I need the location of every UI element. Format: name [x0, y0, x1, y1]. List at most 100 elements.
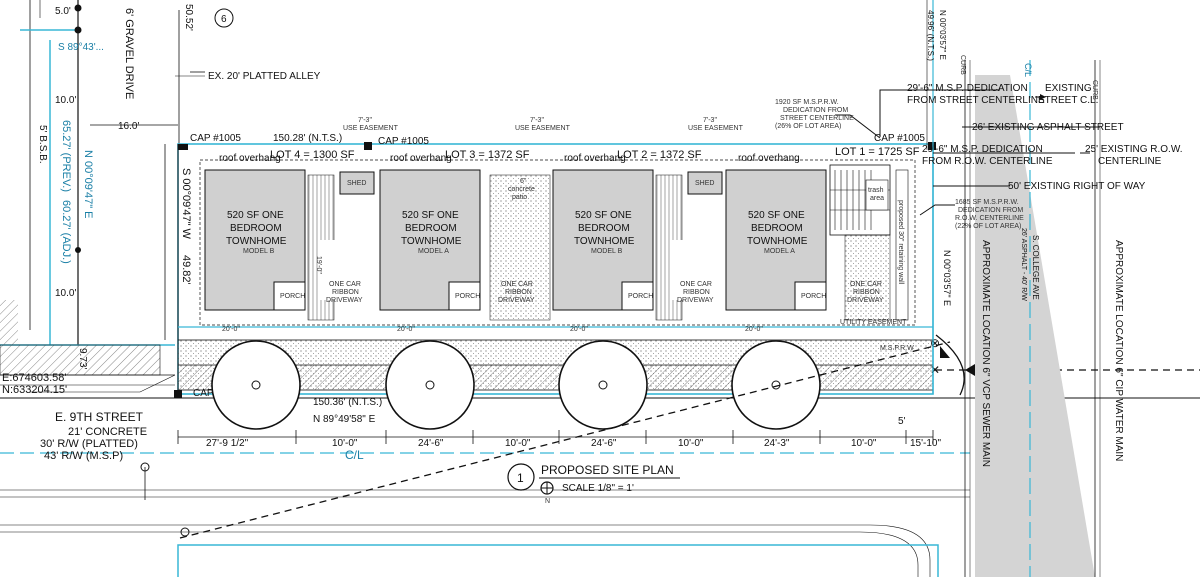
svg-text:R.O.W. CENTERLINE: R.O.W. CENTERLINE	[955, 215, 1024, 222]
west-length: 49.82'	[180, 255, 192, 285]
svg-text:USE EASEMENT: USE EASEMENT	[515, 125, 571, 132]
roof-overhang-label: roof overhang	[219, 153, 281, 164]
svg-text:25' EXISTING R.O.W.: 25' EXISTING R.O.W.	[1085, 144, 1183, 155]
svg-text:29'-6" M.S.P. DEDICATION: 29'-6" M.S.P. DEDICATION	[922, 144, 1043, 155]
lot-label: LOT 4 = 1300 SF	[270, 149, 355, 161]
left-dim-16: 16.0'	[118, 121, 139, 132]
sewer-main-label: APPROXIMATE LOCATION 6" VCP SEWER MAIN	[980, 240, 991, 467]
drawing-scale: SCALE 1/8" = 1'	[562, 483, 634, 494]
bearing-top-length: 49.96' (N.T.S.)	[926, 10, 935, 61]
utility-easement-label: UTILITY EASEMENT	[840, 319, 907, 326]
svg-text:6: 6	[221, 14, 227, 25]
svg-text:10'-0": 10'-0"	[332, 438, 358, 449]
cap-ne: CAP #1005	[874, 133, 925, 144]
svg-text:ONE CAR: ONE CAR	[850, 281, 882, 288]
svg-text:concrete: concrete	[508, 186, 535, 193]
msp-street-note: 29'-6" M.S.P. DEDICATION FROM STREET CEN…	[907, 83, 1045, 106]
roof-overhang-label: roof overhang	[390, 153, 452, 164]
lot-label: LOT 2 = 1372 SF	[617, 149, 702, 161]
svg-text:MODEL B: MODEL B	[243, 248, 275, 255]
svg-text:20'-0": 20'-0"	[222, 326, 240, 333]
svg-text:1920 SF M.S.P.R.W.: 1920 SF M.S.P.R.W.	[775, 99, 839, 106]
coord-east: E:674603.58'	[2, 372, 67, 384]
svg-text:TOWNHOME: TOWNHOME	[226, 236, 287, 247]
svg-text:PORCH: PORCH	[455, 293, 480, 300]
lot-2: LOT 2 = 1372 SF roof overhang 520 SF ONE…	[552, 149, 723, 333]
svg-text:DEDICATION FROM: DEDICATION FROM	[958, 207, 1023, 214]
svg-text:(22% OF LOT AREA): (22% OF LOT AREA)	[955, 223, 1021, 230]
svg-text:area: area	[870, 195, 884, 202]
svg-text:FROM STREET CENTERLINE: FROM STREET CENTERLINE	[907, 95, 1045, 106]
svg-text:21' CONCRETE: 21' CONCRETE	[68, 426, 147, 438]
svg-text:7'-3": 7'-3"	[703, 117, 717, 124]
left-dim-10b: 10.0'	[55, 288, 76, 299]
svg-text:N: N	[545, 498, 550, 505]
existing-street-cl-note: EXISTING STREET C.L.	[1038, 83, 1098, 106]
bearing-top: N 00°03'57" E	[938, 10, 947, 60]
cap-nw: CAP #1005	[190, 133, 241, 144]
svg-text:5': 5'	[898, 416, 906, 427]
svg-text:DRIVEWAY: DRIVEWAY	[326, 297, 363, 304]
college-ave-width: 26' ASPHALT - 40' R/W	[1020, 228, 1027, 301]
roof-overhang-label: roof overhang	[564, 153, 626, 164]
svg-text:520 SF ONE: 520 SF ONE	[575, 210, 632, 221]
bsb-label: 5' B.S.B.	[37, 125, 48, 164]
msp-row-note: 29'-6" M.S.P. DEDICATION FROM R.O.W. CEN…	[922, 144, 1053, 167]
lot-label: LOT 3 = 1372 SF	[445, 149, 530, 161]
lot-4: LOT 4 = 1300 SF roof overhang 520 SF ONE…	[204, 149, 375, 333]
svg-text:STREET CENTERLINE: STREET CENTERLINE	[780, 115, 854, 122]
svg-text:19'-0": 19'-0"	[315, 256, 322, 274]
svg-text:PORCH: PORCH	[628, 293, 653, 300]
svg-text:CURB: CURB	[1091, 80, 1098, 100]
svg-text:BEDROOM: BEDROOM	[230, 223, 282, 234]
svg-text:DRIVEWAY: DRIVEWAY	[677, 297, 714, 304]
svg-text:USE EASEMENT: USE EASEMENT	[688, 125, 744, 132]
svg-text:PORCH: PORCH	[280, 293, 305, 300]
asphalt-note: 26' EXISTING ASPHALT STREET	[972, 122, 1124, 133]
shed	[339, 171, 375, 195]
svg-text:1685 SF M.S.P.R.W.: 1685 SF M.S.P.R.W.	[955, 199, 1019, 206]
porch	[273, 281, 306, 311]
svg-text:ONE CAR: ONE CAR	[329, 281, 361, 288]
left-adj-length: 60.27' (ADJ.)	[60, 200, 72, 264]
left-dim-973: 9.73'	[77, 348, 88, 369]
existing-row-cl-note: 25' EXISTING R.O.W. CENTERLINE	[1085, 144, 1183, 167]
use-easement-labels: 7'-3" USE EASEMENT 7'-3" USE EASEMENT 7'…	[343, 117, 744, 132]
drawing-title-block: 1 PROPOSED SITE PLAN N SCALE 1/8" = 1'	[507, 463, 680, 505]
svg-text:27'-9 1/2": 27'-9 1/2"	[206, 438, 249, 449]
east-9th-street-labels: E. 9TH STREET 21' CONCRETE 30' R/W (PLAT…	[40, 410, 147, 462]
svg-text:520 SF ONE: 520 SF ONE	[402, 210, 459, 221]
svg-text:SHED: SHED	[695, 180, 714, 187]
west-bearing: S 00°09'47" W	[180, 168, 192, 240]
svg-text:MODEL A: MODEL A	[418, 248, 449, 255]
svg-text:RIBBON: RIBBON	[853, 289, 880, 296]
left-dim-10a: 10.0'	[55, 95, 76, 106]
mspr-w-label: M.S.P.R.W	[880, 345, 914, 352]
lot-label: LOT 1 = 1725 SF	[835, 146, 920, 158]
svg-text:ONE CAR: ONE CAR	[501, 281, 533, 288]
svg-text:RIBBON: RIBBON	[505, 289, 532, 296]
porch	[794, 281, 827, 311]
svg-text:20'-0": 20'-0"	[570, 326, 588, 333]
svg-text:PORCH: PORCH	[801, 293, 826, 300]
svg-text:7'-3": 7'-3"	[358, 117, 372, 124]
trash-label: trash	[868, 187, 884, 194]
lot-3: LOT 3 = 1372 SF roof overhang 520 SF ONE…	[379, 149, 551, 333]
svg-text:E. 9TH STREET: E. 9TH STREET	[55, 410, 144, 424]
street-trees	[211, 340, 821, 430]
svg-text:20'-0": 20'-0"	[397, 326, 415, 333]
existing-row-note: 50' EXISTING RIGHT OF WAY	[1008, 181, 1146, 192]
svg-text:FROM R.O.W. CENTERLINE: FROM R.O.W. CENTERLINE	[922, 156, 1053, 167]
svg-text:520 SF ONE: 520 SF ONE	[227, 210, 284, 221]
hydrant-icon: ✕	[930, 363, 940, 377]
svg-text:10'-0": 10'-0"	[851, 438, 877, 449]
curb-label: CURB	[959, 55, 966, 75]
svg-text:(26% OF LOT AREA): (26% OF LOT AREA)	[775, 123, 841, 130]
callout-6: 6	[214, 8, 234, 28]
svg-text:24'-3": 24'-3"	[764, 438, 790, 449]
svg-text:10'-0": 10'-0"	[678, 438, 704, 449]
coord-north: N:633204.15'	[2, 384, 67, 396]
svg-text:29'-6" M.S.P. DEDICATION: 29'-6" M.S.P. DEDICATION	[907, 83, 1028, 94]
cap-n: CAP #1005	[378, 136, 429, 147]
cl-right-label: C/L	[1023, 63, 1033, 77]
